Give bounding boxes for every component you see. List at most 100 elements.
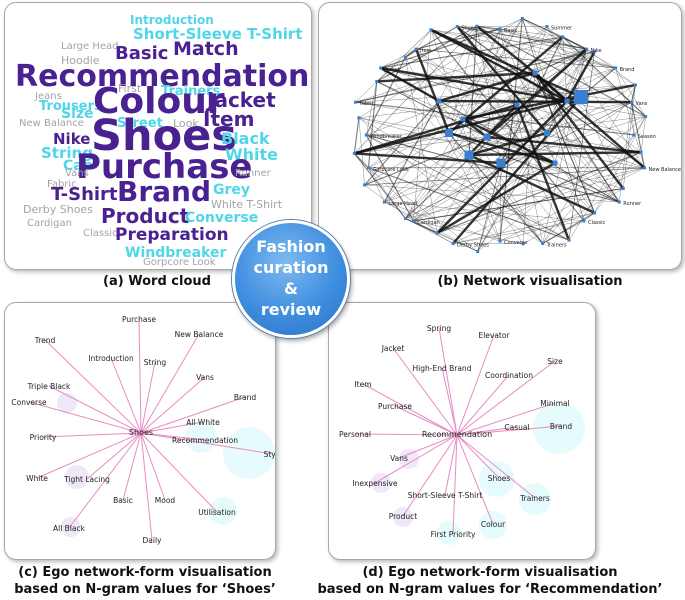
network-edge [368, 167, 438, 234]
network-node [352, 151, 356, 155]
network-label-basic: Basic [504, 28, 517, 34]
network-edge [546, 48, 587, 134]
network-edge [368, 167, 570, 241]
network-edge [405, 36, 563, 219]
network-label-large-head: Large Head [388, 201, 417, 207]
network-edge [476, 26, 645, 168]
ego-rec-bubble [479, 511, 507, 539]
center-label-line4: review [260, 299, 322, 319]
network-edge [499, 28, 556, 164]
network-edge [413, 18, 523, 222]
network-edge [366, 134, 620, 203]
network-node [639, 150, 643, 154]
ego-rec-node-brand: Brand [550, 422, 573, 431]
network-edge [562, 36, 568, 102]
ego-shoes-node-vans: Vans [196, 373, 214, 382]
network-label-summer: Summer [551, 26, 573, 32]
network-edge [456, 25, 548, 134]
word-first: First [118, 82, 142, 95]
ego-shoes-node-white: White [26, 474, 48, 483]
ego-rec-node-size: Size [547, 357, 563, 366]
ego-shoes-bubble [61, 517, 81, 537]
network-node [541, 241, 545, 245]
network-edge [355, 51, 595, 103]
network-node [464, 150, 474, 160]
network-edge [366, 81, 377, 136]
network-edge [499, 28, 587, 50]
ego-rec-bubble [479, 461, 515, 497]
ego-shoes-edge-priority [42, 432, 142, 438]
network-edge [468, 104, 518, 156]
network-edge [476, 26, 502, 164]
network-edge [542, 134, 634, 244]
ego-rec-edges [354, 327, 562, 535]
ego-shoes-node-priority: Priority [30, 433, 57, 442]
word-derby-shoes: Derby Shoes [23, 203, 93, 216]
ego-rec-node-high-end-brand: High-End Brand [413, 364, 472, 373]
ego-shoes-edge-white [36, 432, 142, 479]
network-edge [405, 26, 458, 58]
network-edge [594, 152, 642, 214]
network-edge [413, 51, 595, 222]
network-edge [364, 167, 645, 186]
word-white-t-shirt: White T-Shirt [211, 198, 283, 211]
network-edge [448, 131, 556, 165]
ego-shoes-node-brand: Brand [234, 393, 257, 402]
network-edge [355, 36, 563, 103]
network-edge [413, 29, 432, 221]
word-converse: Converse [185, 210, 258, 226]
ego-shoes-edge-vans [140, 376, 206, 434]
network-node [375, 79, 379, 83]
network-edge [354, 152, 502, 165]
network-edge [438, 100, 543, 244]
network-edge [448, 51, 595, 134]
network-node [514, 102, 520, 108]
caption-word-cloud: (a) Word cloud [103, 274, 211, 289]
ego-rec-edge-first-priority [452, 434, 458, 535]
ego-shoes-edge-converse [28, 401, 142, 434]
network-edge [500, 36, 564, 164]
word-hoodie: Hoodie [61, 54, 100, 67]
network-edge [462, 118, 620, 203]
ego-shoes-node-introduction: Introduction [88, 354, 134, 363]
word-gorpcore-look: Gorpcore Look [143, 257, 216, 268]
ego-shoes-node-tight-lacing: Tight Lacing [63, 475, 110, 484]
network-edge [413, 220, 454, 244]
network-node [435, 231, 439, 235]
word-black: Black [221, 129, 270, 148]
ego-shoes-bubble [65, 465, 89, 489]
network-node [483, 133, 491, 141]
ego-rec-bubble [371, 473, 391, 493]
ego-rec-bubble [437, 521, 461, 545]
ego-shoes-edge-purchase [138, 318, 142, 434]
ego-shoes-node-purchase: Purchase [122, 315, 156, 324]
ego-shoes-node-all-white: All White [186, 418, 220, 427]
word-fabric: Fabric [47, 179, 77, 190]
word-look: Look [173, 117, 199, 130]
network-edge [415, 48, 620, 203]
network-edge [384, 18, 523, 203]
network-edge [448, 132, 620, 203]
network-edge [414, 48, 451, 134]
network-edge [415, 48, 595, 214]
ego-shoes-node-triple-black: Triple Black [27, 382, 71, 391]
word-purchase: Purchase [76, 147, 253, 187]
network-node [475, 24, 479, 28]
network-node [567, 238, 571, 242]
network-edge [380, 36, 563, 69]
network-node [460, 116, 466, 122]
network-edge [368, 167, 478, 252]
ego-rec-bubble [393, 507, 413, 527]
ego-rec-node-product: Product [389, 512, 418, 521]
network-edge [468, 131, 548, 157]
word-white: White [225, 145, 278, 164]
word-preparation: Preparation [115, 225, 229, 245]
network-node [498, 27, 502, 31]
network-edge [354, 116, 646, 154]
network-edge [462, 118, 488, 138]
ego-shoes-node-utilisation: Utilisation [198, 508, 236, 517]
network-edge [448, 132, 524, 244]
ego-rec-node-spring: Spring [427, 324, 451, 333]
ego-rec-center-recommendation: Recommendation [422, 430, 492, 439]
